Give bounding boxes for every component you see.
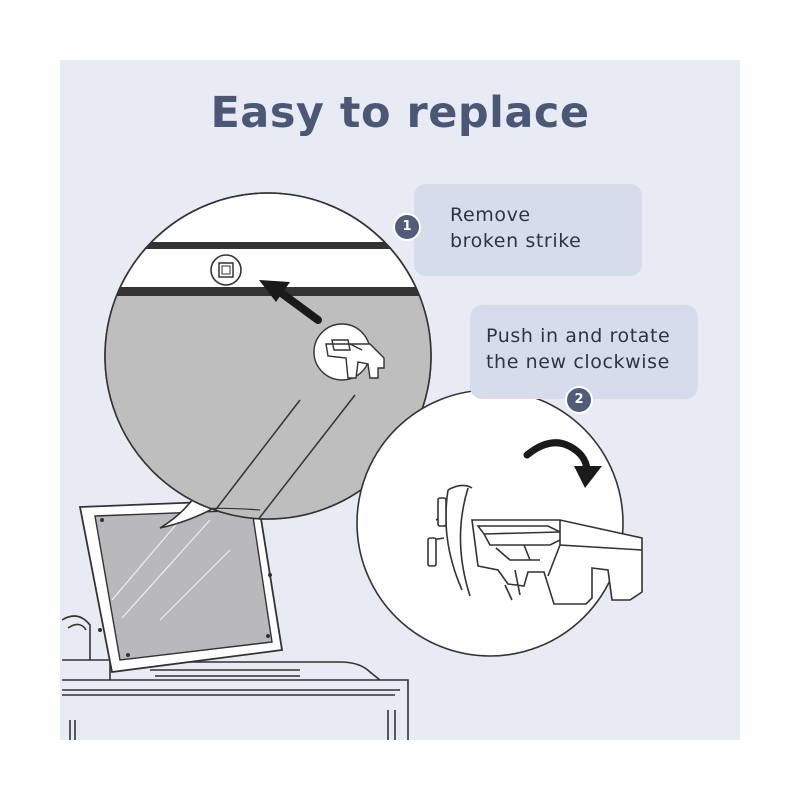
strike-hole-icon: [210, 254, 242, 286]
step-1-text: Remove broken strike: [450, 202, 581, 254]
rotate-clockwise-arrow-icon: [523, 439, 602, 488]
step-2-text: Push in and rotate the new clockwise: [486, 323, 670, 375]
step-1-line-1: Remove: [450, 204, 531, 226]
step-2-line-1: Push in and rotate: [486, 325, 671, 347]
page-title: Easy to replace: [210, 88, 590, 138]
step-1-line-2: broken strike: [450, 230, 582, 252]
washing-machine: [61, 615, 409, 740]
step-1-badge: 1: [393, 213, 421, 241]
step-2-badge: 2: [565, 386, 593, 414]
washer-lid: [78, 499, 284, 674]
small-strike-part: [313, 323, 385, 381]
step-1-callout: Remove broken strike: [414, 184, 642, 276]
magnifier-circle-install: [356, 389, 643, 657]
step-2-line-2: the new clockwise: [486, 351, 670, 373]
arrow-icon: [259, 280, 322, 324]
step-2-callout: Push in and rotate the new clockwise: [470, 305, 698, 399]
